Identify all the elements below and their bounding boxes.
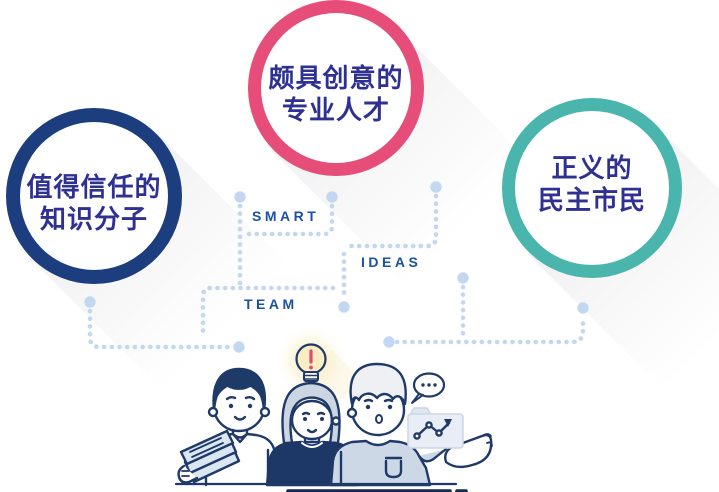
dotted-connectors — [87, 193, 586, 350]
speech-bubble-icon — [411, 372, 446, 404]
dark-hair — [212, 367, 267, 412]
people-illustration — [174, 343, 493, 492]
person-with-books — [177, 367, 277, 487]
chart-folder-icon — [407, 407, 464, 449]
circle-label-line: 正义的 — [551, 153, 633, 183]
open-hand — [444, 433, 493, 469]
circle-label-line: 民主市民 — [537, 185, 646, 215]
circle-label-line: 知识分子 — [39, 204, 148, 234]
dotted-line — [200, 285, 336, 339]
keyword-team: TEAM — [244, 296, 298, 312]
dotted-line — [394, 314, 586, 345]
circle-label-line: 专业人才 — [281, 95, 390, 125]
keyword-smart: SMART — [252, 208, 320, 224]
arm — [417, 447, 448, 463]
light-hair — [349, 362, 407, 406]
circle-label-line: 值得信任的 — [26, 172, 162, 202]
connector-node-dots — [84, 181, 589, 353]
light-sweater — [329, 439, 432, 487]
dotted-line — [345, 193, 439, 249]
circle-label-line: 颇具创意的 — [268, 63, 404, 93]
gray-bob-hair — [281, 381, 341, 445]
bulb-glow-streak — [296, 350, 362, 416]
person-presenting — [329, 362, 493, 487]
dotted-line — [87, 308, 234, 350]
keyword-ideas: IDEAS — [361, 254, 422, 270]
books-icon — [177, 429, 241, 484]
arrow-head — [444, 419, 452, 427]
pocket — [384, 456, 403, 479]
dotted-line — [246, 203, 335, 237]
